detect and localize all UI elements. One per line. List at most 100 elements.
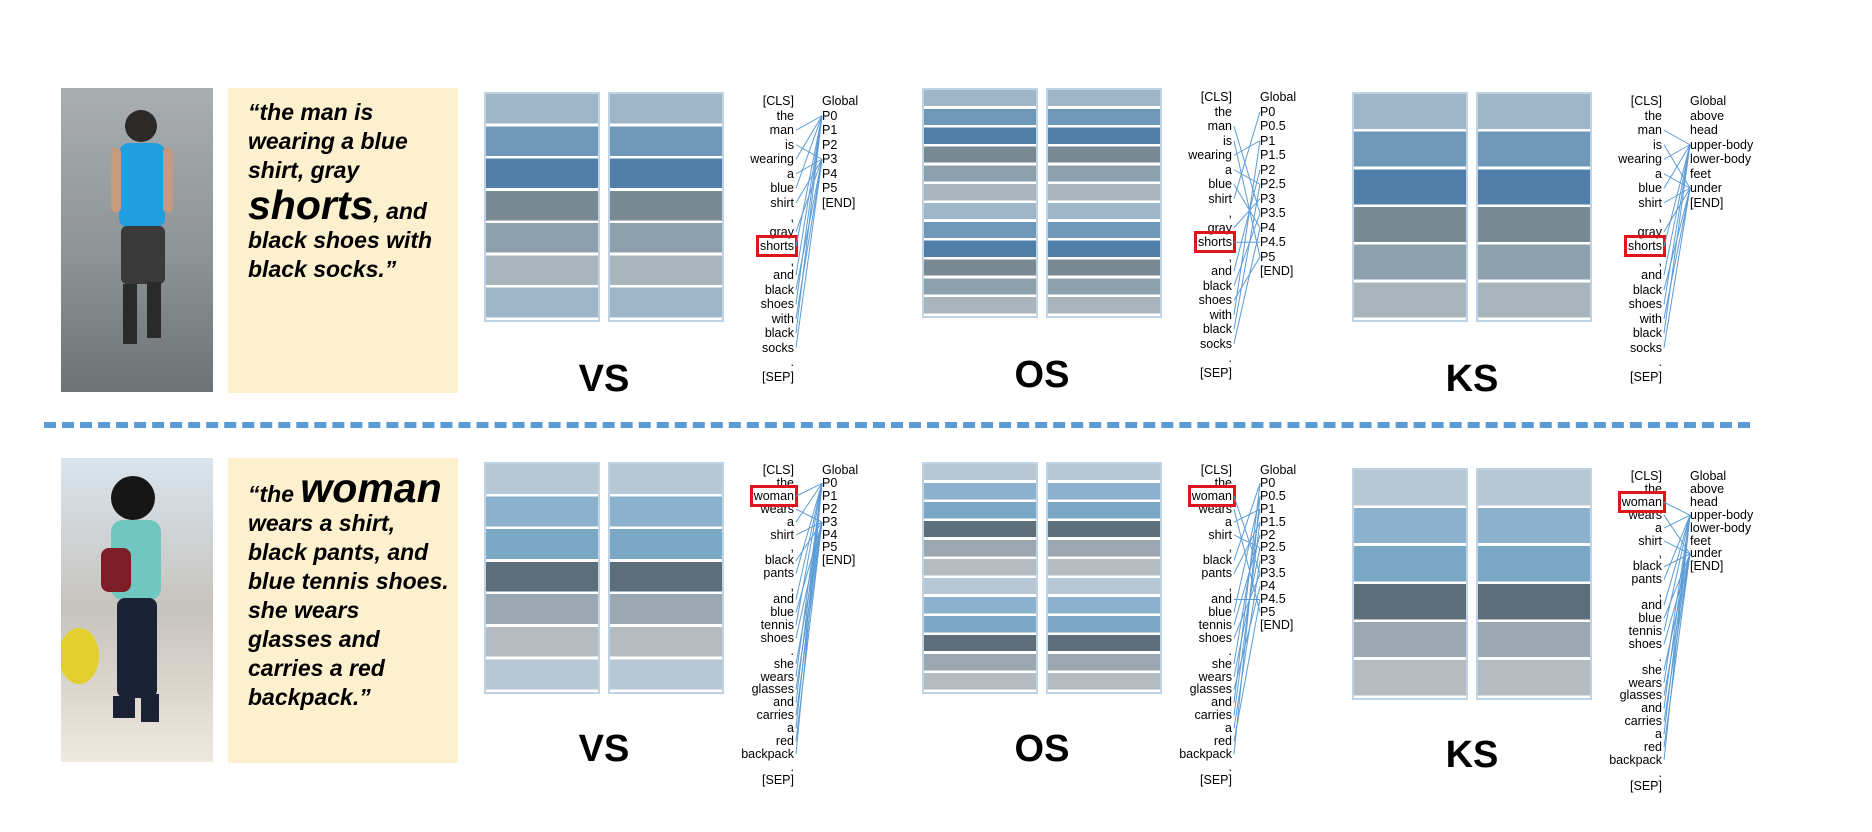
link-line	[795, 483, 823, 574]
token: and	[1641, 598, 1662, 613]
token: [CLS]	[762, 463, 794, 477]
part-label: P1.5	[1260, 514, 1286, 529]
part-label: [END]	[1690, 195, 1724, 210]
token: man	[769, 123, 794, 137]
part-label: [END]	[1260, 264, 1294, 278]
alignment-links	[795, 482, 823, 755]
token: ,	[1228, 540, 1232, 555]
token: .	[1228, 351, 1232, 365]
part-label: P4	[1260, 579, 1276, 594]
part-label: P4	[822, 527, 838, 542]
token: [CLS]	[1200, 90, 1232, 104]
section-divider	[44, 422, 1750, 428]
token: [CLS]	[762, 94, 794, 108]
token: and	[1641, 701, 1662, 716]
stripe-image-original	[922, 88, 1038, 318]
token: a	[787, 721, 794, 736]
part-label: [END]	[1260, 617, 1294, 632]
token: black	[764, 553, 794, 568]
link-line	[1663, 144, 1691, 247]
token: shoes	[1198, 293, 1232, 307]
link-line	[1663, 514, 1691, 580]
link-line	[1663, 144, 1691, 305]
token: and	[773, 592, 794, 607]
token: ,	[790, 210, 794, 224]
token-highlighted: woman	[1617, 490, 1667, 513]
token: ,	[790, 540, 794, 555]
link-line	[795, 115, 823, 247]
token-highlighted: shorts	[755, 235, 799, 257]
token: pants	[1631, 572, 1662, 587]
part-label: under	[1690, 546, 1722, 561]
token: wears	[1198, 669, 1232, 684]
link-line	[1233, 111, 1261, 199]
token: ,	[1658, 546, 1662, 561]
link-line	[1233, 169, 1261, 272]
link-line	[1233, 126, 1261, 214]
token: and	[1641, 268, 1662, 282]
part-label: P0	[822, 108, 838, 123]
link-line	[1233, 496, 1261, 613]
token: backpack	[741, 746, 794, 761]
token: the	[1214, 104, 1232, 119]
stripe-image-segmented	[1476, 92, 1592, 322]
part-label: Global	[1690, 94, 1727, 108]
link-line	[1663, 515, 1691, 709]
part-label: Global	[1260, 463, 1297, 477]
link-line	[1233, 547, 1261, 677]
link-line	[1233, 483, 1261, 703]
stripe-image-segmented	[608, 92, 724, 322]
token: is	[1652, 137, 1662, 152]
token: tennis	[760, 617, 794, 632]
part-label: P4.5	[1260, 592, 1286, 607]
part-label: P1	[1260, 133, 1276, 148]
link-line	[795, 483, 823, 755]
token: a	[1655, 520, 1662, 535]
part-label: P1	[1260, 501, 1276, 516]
token: with	[1209, 307, 1232, 322]
link-line	[795, 115, 823, 131]
alignment-links	[1663, 129, 1691, 348]
token: socks	[1630, 340, 1662, 355]
part-label: P3	[1260, 553, 1276, 568]
caption-text: “the man is wearing a blue shirt, gray	[248, 99, 408, 183]
part-label: P2.5	[1260, 540, 1286, 555]
link-line	[1233, 560, 1261, 729]
token: blue	[770, 181, 794, 195]
link-line	[1233, 227, 1261, 344]
token: shirt	[1208, 527, 1232, 542]
token: ,	[1228, 249, 1232, 264]
token: wears	[760, 669, 794, 684]
link-line	[795, 483, 823, 600]
token: a	[1655, 166, 1662, 181]
caption-quote-2: “the woman wears a shirt, black pants, a…	[228, 458, 458, 763]
method-label-vs: VS	[578, 728, 630, 770]
part-label: [END]	[822, 553, 856, 568]
part-label: P2	[822, 501, 838, 516]
part-label: P2	[1260, 527, 1276, 542]
link-line	[1663, 173, 1691, 189]
token: a	[1655, 727, 1662, 742]
stripe-image-segmented	[1046, 88, 1162, 318]
token: a	[787, 514, 794, 529]
link-line	[795, 483, 823, 626]
token: blue	[1208, 177, 1232, 191]
part-label: above	[1690, 108, 1725, 123]
link-line	[1233, 599, 1261, 742]
caption-quote-1: “the man is wearing a blue shirt, gray s…	[228, 88, 458, 393]
alignment-links	[1233, 111, 1261, 344]
part-label: P4	[1260, 220, 1276, 235]
link-line	[795, 115, 823, 160]
part-label: P0	[1260, 475, 1276, 490]
part-label: [END]	[822, 195, 856, 210]
token: shoes	[1198, 630, 1232, 645]
token: a	[1225, 721, 1232, 736]
link-line	[1233, 508, 1261, 523]
stripe-image-original	[922, 462, 1038, 694]
link-line	[795, 115, 823, 305]
link-line	[1233, 483, 1261, 561]
token: wears	[1198, 501, 1232, 516]
token: shoes	[760, 297, 794, 311]
